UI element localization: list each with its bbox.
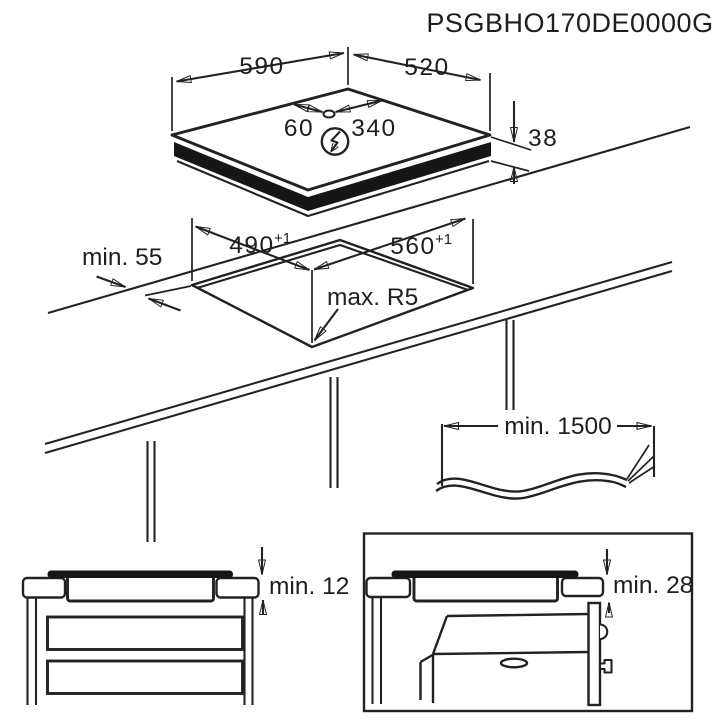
oven-door-handle bbox=[499, 657, 529, 669]
hob-isometric-figure: 590 520 38 60 340 bbox=[170, 47, 558, 218]
oven-knob bbox=[599, 623, 609, 641]
drawer-front bbox=[46, 615, 244, 651]
dimension-line-width bbox=[177, 53, 345, 82]
edge-distance-arrow bbox=[148, 297, 181, 312]
worktop-front-edge-top bbox=[44, 260, 673, 446]
hob-height-label: 38 bbox=[528, 125, 558, 152]
drawer-clearance-figure: min. 12 bbox=[21, 547, 349, 705]
hob-body-band bbox=[174, 142, 491, 211]
extension-line bbox=[490, 160, 530, 172]
dimension-line-cutout-width bbox=[195, 225, 310, 271]
worktop-cutout-figure: 490 +1 560 +1 max. R5 min. 55 bbox=[44, 125, 691, 542]
dimension-line-depth bbox=[354, 55, 481, 81]
hob-body-bottom-edge bbox=[176, 159, 490, 218]
oven-door-side-slant bbox=[419, 653, 434, 664]
figure-frame bbox=[362, 532, 694, 713]
cable-wire-end bbox=[627, 455, 655, 482]
oven-bevel-edge bbox=[431, 615, 449, 655]
connection-offset-right-arrow bbox=[335, 99, 383, 114]
oven-side-panel bbox=[587, 601, 602, 707]
countertop-section-right bbox=[560, 576, 605, 598]
connection-offset-right-label: 340 bbox=[351, 115, 396, 142]
oven-top-edge bbox=[446, 612, 589, 618]
lightning-bolt-icon bbox=[330, 130, 341, 152]
drawer-front bbox=[46, 659, 244, 695]
power-cable-figure: min. 1500 bbox=[435, 413, 656, 500]
edge-distance-reference-line bbox=[144, 285, 192, 297]
hob-width-label: 590 bbox=[239, 53, 284, 80]
connection-point-oval bbox=[322, 109, 336, 119]
oven-clearance-figure: min. 28 bbox=[362, 532, 694, 713]
corner-radius-label: max. R5 bbox=[327, 284, 418, 311]
corner-radius-arrow bbox=[313, 308, 339, 342]
oven-door-top-edge bbox=[432, 650, 589, 656]
cable-curve bbox=[436, 472, 628, 493]
cutout-depth-tolerance: +1 bbox=[435, 231, 452, 248]
countertop-section-left bbox=[21, 576, 67, 599]
hob-cross-section-body bbox=[66, 574, 215, 603]
cutout-width-tolerance: +1 bbox=[274, 230, 291, 247]
cable-wire-end bbox=[626, 444, 650, 480]
drawer-clearance-label: min. 12 bbox=[269, 573, 349, 600]
hob-depth-label: 520 bbox=[404, 54, 449, 81]
hob-cross-section-glass bbox=[391, 570, 579, 578]
oven-clearance-label: min. 28 bbox=[613, 572, 693, 599]
electrical-connection-icon bbox=[320, 127, 350, 156]
cable-wire-end bbox=[628, 465, 656, 484]
countertop-section-left bbox=[365, 576, 412, 599]
countertop-section-right bbox=[215, 576, 260, 599]
edge-distance-label: min. 55 bbox=[82, 244, 162, 271]
extension-line bbox=[490, 136, 532, 151]
hob-cross-section-body bbox=[412, 574, 559, 603]
cable-length-label: min. 1500 bbox=[504, 413, 612, 440]
cutout-width-label: 490 bbox=[229, 232, 274, 259]
worktop-front-edge-bottom bbox=[44, 269, 673, 455]
model-number-label: PSGBHO170DE0000G bbox=[426, 8, 713, 38]
connection-offset-left-label: 60 bbox=[284, 115, 314, 142]
dimension-line-cutout-depth bbox=[313, 217, 466, 271]
oven-knob-small bbox=[598, 658, 613, 674]
hob-cross-section-glass bbox=[47, 570, 233, 578]
edge-distance-arrow bbox=[96, 275, 126, 288]
cable-curve bbox=[435, 479, 627, 500]
connection-offset-left-arrow bbox=[293, 103, 323, 114]
cutout-depth-label: 560 bbox=[390, 233, 435, 260]
